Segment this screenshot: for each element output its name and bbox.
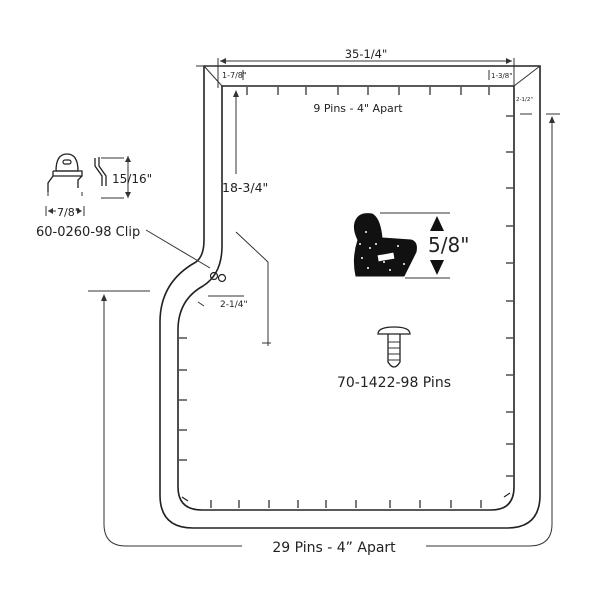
dimension-arrow	[101, 294, 107, 301]
left-pins	[179, 337, 187, 461]
bottom-dimension-line-left	[103, 296, 242, 547]
clip-width-dimension: 7/8"	[45, 206, 85, 219]
profile-height-label: 5/8"	[428, 233, 469, 257]
corner-miter-top-left	[203, 65, 223, 87]
right-offset-label: 2-1/2"	[516, 97, 533, 103]
push-pin-drawing	[377, 326, 411, 368]
corner-miter-top-right	[513, 65, 541, 87]
clip-drawing	[47, 153, 83, 196]
top-right-offset-label: 1-3/8"	[491, 72, 512, 80]
clip-width-label: 7/8"	[57, 206, 80, 219]
bottom-dimension-line-right	[426, 118, 553, 547]
seal-outer-outline	[159, 65, 541, 529]
dimension-arrow	[549, 116, 555, 123]
top-pins-label: 9 Pins - 4" Apart	[313, 102, 403, 115]
right-pins	[506, 115, 513, 477]
pin-mark	[503, 492, 511, 498]
left-height-label: 18-3/4"	[222, 180, 268, 195]
profile-height-dimension: 5/8"	[380, 212, 469, 279]
top-width-label: 35-1/4"	[345, 47, 388, 61]
notch-depth-label: 2-1/4"	[220, 300, 248, 310]
pin-mark	[181, 496, 189, 502]
clip-leader-line	[145, 229, 211, 269]
seal-inner-outline	[177, 85, 515, 511]
top-left-offset-label: 1-7/8"	[222, 71, 247, 80]
clip-side-view: 15/16"	[94, 156, 152, 199]
bottom-pins-label: 29 Pins - 4” Apart	[272, 540, 396, 556]
left-height-dimension: 18-3/4"	[222, 90, 271, 346]
clip-part-label: 60-0260-98 Clip	[36, 225, 140, 240]
clip-height-label: 15/16"	[112, 172, 152, 186]
bottom-pins	[181, 492, 511, 508]
top-width-dimension: 35-1/4"	[217, 47, 515, 88]
pin-part-label: 70-1422-98 Pins	[337, 375, 451, 391]
clip-on-seal	[209, 271, 227, 283]
top-pins	[246, 87, 490, 95]
notch-dimension-line	[197, 301, 205, 307]
seal-profile-cross-section	[353, 213, 417, 277]
